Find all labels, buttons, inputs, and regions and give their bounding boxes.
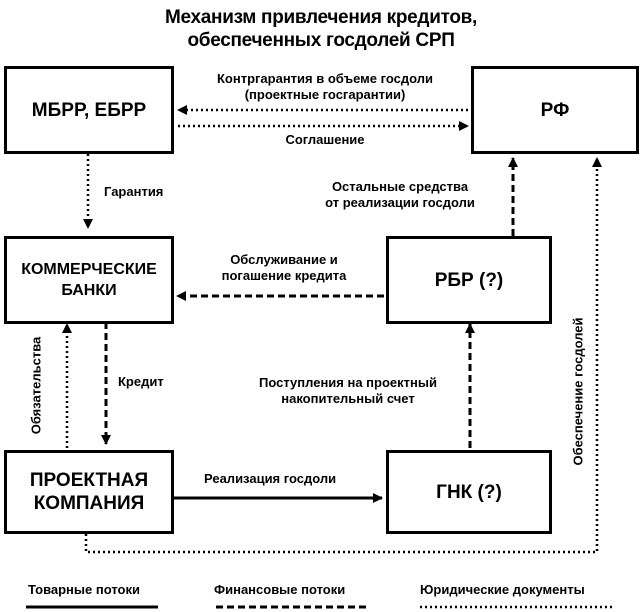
label-agreement: Соглашение (285, 132, 365, 147)
legend-legal-label: Юридические документы (420, 582, 585, 597)
label-servicing-line-1: Обслуживание и (230, 252, 338, 267)
label-counter-guarantee-line-2: (проектные госгарантии) (244, 87, 406, 102)
node-company-line-1: ПРОЕКТНАЯ (29, 470, 149, 491)
node-project-company: ПРОЕКТНАЯ КОМПАНИЯ (4, 450, 174, 534)
node-gnk-label: ГНК (?) (436, 481, 502, 503)
label-provision: Обеспечение госдолей (570, 317, 586, 466)
label-remaining-funds-line-2: от реализации госдоли (325, 195, 475, 210)
node-banks-line-1: КОММЕРЧЕСКИЕ (21, 261, 157, 278)
legend-financial-label: Финансовые потоки (214, 582, 346, 597)
title-line-2: обеспеченных госдолей СРП (187, 30, 455, 51)
label-credit: Кредит (118, 374, 164, 389)
node-rf-label: РФ (540, 99, 570, 121)
node-rf: РФ (471, 66, 639, 154)
node-gnk: ГНК (?) (386, 450, 552, 534)
title-line-1: Механизм привлечения кредитов, (164, 7, 477, 28)
node-rbr-label: РБР (?) (434, 269, 504, 291)
node-company-line-2: КОМПАНИЯ (33, 493, 145, 514)
label-remaining-funds-line-1: Остальные средства (331, 179, 469, 194)
label-guarantee: Гарантия (104, 184, 164, 199)
label-counter-guarantee-line-1: Контргарантия в объеме госдоли (216, 71, 434, 86)
node-mbrr-ebrr: МБРР, ЕБРР (4, 66, 174, 154)
label-remaining-funds: Остальные средства от реализации госдоли (300, 179, 500, 211)
diagram-title: Механизм привлечения кредитов, обеспечен… (0, 6, 642, 52)
node-banks-line-2: БАНКИ (61, 282, 117, 299)
label-obligations: Обязательства (28, 336, 44, 435)
label-receipts: Поступления на проектный накопительный с… (236, 375, 460, 407)
node-mbrr-ebrr-label: МБРР, ЕБРР (31, 99, 147, 121)
label-receipts-line-1: Поступления на проектный (259, 375, 437, 390)
label-sale: Реализация госдоли (204, 471, 337, 486)
legend-goods-label: Товарные потоки (28, 582, 140, 597)
label-counter-guarantee: Контргарантия в объеме госдоли (проектны… (180, 71, 470, 103)
label-servicing: Обслуживание и погашение кредита (196, 252, 372, 284)
edge-provision (84, 157, 602, 554)
node-commercial-banks: КОММЕРЧЕСКИЕ БАНКИ (4, 236, 174, 324)
node-rbr: РБР (?) (386, 236, 552, 324)
label-servicing-line-2: погашение кредита (221, 268, 347, 283)
label-receipts-line-2: накопительный счет (281, 391, 415, 406)
